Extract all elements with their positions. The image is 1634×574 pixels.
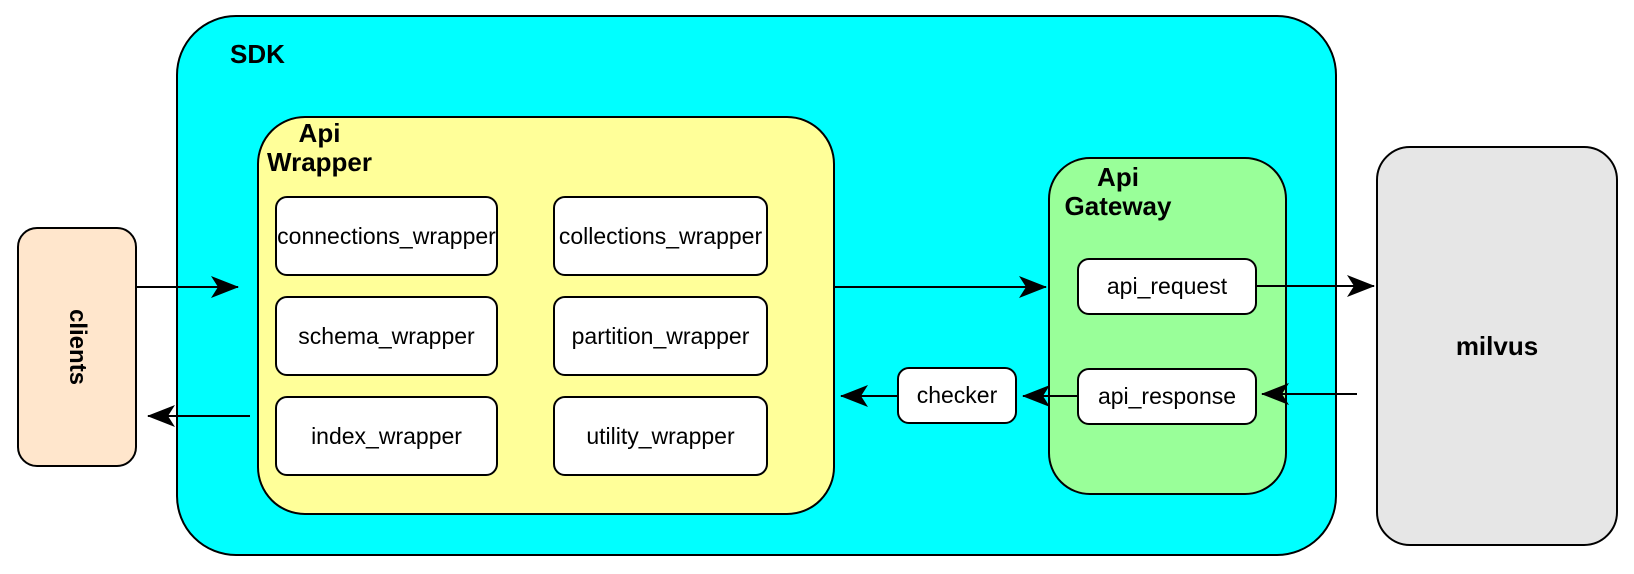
- connections-wrapper-node: connections_wrapper: [275, 196, 498, 276]
- partition-wrapper-label: partition_wrapper: [571, 322, 750, 349]
- api-response-label: api_response: [1097, 383, 1237, 409]
- schema-wrapper-node: schema_wrapper: [275, 296, 498, 376]
- checker-label: checker: [916, 382, 998, 408]
- utility-wrapper-label: utility_wrapper: [586, 422, 735, 449]
- clients-node: clients: [17, 227, 137, 467]
- index-wrapper-label: index_wrapper: [311, 422, 462, 449]
- index-wrapper-node: index_wrapper: [275, 396, 498, 476]
- connections-wrapper-label: connections_wrapper: [277, 222, 496, 249]
- schema-wrapper-label: schema_wrapper: [298, 322, 475, 349]
- utility-wrapper-node: utility_wrapper: [553, 396, 768, 476]
- api-request-label: api_request: [1106, 273, 1228, 299]
- sdk-label: SDK: [230, 39, 285, 69]
- checker-node: checker: [897, 367, 1017, 424]
- partition-wrapper-node: partition_wrapper: [553, 296, 768, 376]
- collections-wrapper-node: collections_wrapper: [553, 196, 768, 276]
- api-gateway-group-box: [1048, 157, 1287, 495]
- api-gateway-label: Api Gateway: [1064, 162, 1172, 222]
- clients-label: clients: [64, 308, 91, 386]
- api-request-node: api_request: [1077, 258, 1257, 315]
- milvus-node: milvus: [1376, 146, 1618, 546]
- api-wrapper-label: Api Wrapper: [267, 118, 372, 178]
- collections-wrapper-label: collections_wrapper: [558, 222, 763, 249]
- milvus-label: milvus: [1455, 330, 1539, 361]
- api-response-node: api_response: [1077, 368, 1257, 425]
